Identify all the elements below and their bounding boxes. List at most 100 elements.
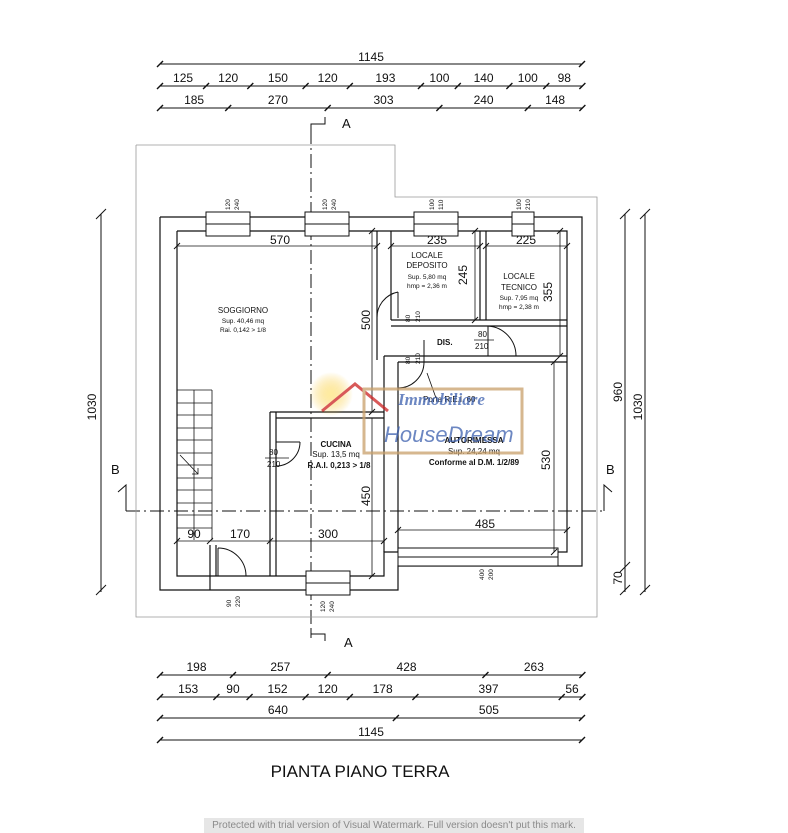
dim-bottom-row3-label: 505 [479, 703, 499, 717]
room-tecnico-name1: LOCALE [503, 272, 535, 281]
dim-bottom-row2-tick [346, 693, 354, 701]
interior-dimension-ticks [173, 227, 571, 580]
dim-autorimessa-width: 485 [475, 517, 495, 531]
win-top2-b: 240 [331, 199, 338, 210]
dim-bottom-row3-tick [156, 714, 164, 722]
section-b-left-label: B [111, 462, 120, 477]
door-garage-b: 210 [415, 353, 422, 364]
room-dis-name: DIS. [437, 338, 453, 347]
room-cucina-rai: R.A.I. 0,213 > 1/8 [308, 461, 371, 470]
room-autorimessa-note: Conforme al D.M. 1/2/89 [429, 458, 520, 467]
dim-bottom-row2-label: 152 [268, 682, 288, 696]
door-cucina-label: 80 210 [265, 448, 289, 469]
dim-deposito-width: 235 [427, 233, 447, 247]
dim-top-row3-tick [324, 104, 332, 112]
window-bottom [305, 570, 351, 596]
entry-door-b: 220 [235, 596, 242, 607]
dim-bottom-row2-tick [246, 693, 254, 701]
dim-bottom-row1-tick [229, 671, 237, 679]
door-deposito-b: 210 [415, 311, 422, 322]
dim-bottom-total-tick [578, 736, 586, 744]
dim-top-row3-tick [578, 104, 586, 112]
dim-soggiorno-height: 500 [359, 310, 373, 330]
dim-bottom-total: 1145 [358, 725, 384, 739]
room-soggiorno-name: SOGGIORNO [218, 306, 268, 315]
dim-bottom-row2-tick [558, 693, 566, 701]
room-soggiorno-rai: Rai. 0,142 > 1/8 [220, 327, 266, 334]
dim-bottom-row3-label: 640 [268, 703, 288, 717]
dim-right-small: 70 [611, 571, 625, 585]
dim-bottom-row2-label: 153 [178, 682, 198, 696]
dim-bottom-row1-label: 257 [270, 660, 290, 674]
dim-top-total: 1145 [358, 50, 384, 64]
dim-bottom-total-tick [156, 736, 164, 744]
win-top4-b: 210 [525, 199, 532, 210]
dim-bottom-row1-tick [324, 671, 332, 679]
dim-soggiorno-width: 570 [270, 233, 290, 247]
dim-top-row2-label: 150 [268, 71, 288, 85]
staircase [177, 389, 213, 540]
plan-title: PIANTA PIANO TERRA [271, 762, 451, 781]
bottom-dimension-ticks [156, 671, 586, 744]
dim-bottom-row3: 640 505 [268, 703, 499, 717]
door-cucina-b: 210 [267, 460, 281, 469]
room-deposito-name2: DEPOSITO [406, 261, 447, 270]
bottom-dimensions [160, 674, 582, 741]
top-dimension-ticks [156, 60, 586, 112]
dim-top-row2-tick [346, 82, 354, 90]
dim-bottom-row1-label: 198 [186, 660, 206, 674]
door-dis-b: 210 [475, 342, 489, 351]
room-cucina-name: CUCINA [320, 440, 351, 449]
building-walls [159, 216, 583, 591]
dim-deposito-height: 245 [456, 265, 470, 285]
dim-bottom-row2-tick [578, 693, 586, 701]
dim-bottom-row2-label: 178 [373, 682, 393, 696]
dim-top-row2-tick [202, 82, 210, 90]
win-bottom-a: 120 [320, 601, 327, 612]
section-line-b [117, 483, 613, 512]
room-tecnico-name2: TECNICO [501, 283, 537, 292]
dim-right-inner: 960 [611, 382, 625, 402]
logo-line2: HouseDream [384, 422, 514, 447]
dim-top-row2-tick [578, 82, 586, 90]
dim-top-row3-tick [224, 104, 232, 112]
house-dream-logo: Immobiliare HouseDream [309, 372, 524, 455]
dim-top-row3-tick [435, 104, 443, 112]
trial-watermark: Protected with trial version of Visual W… [204, 818, 584, 833]
dim-top-row2-tick [542, 82, 550, 90]
dim-top-row3-label: 240 [474, 93, 494, 107]
dim-top-row3-label: 185 [184, 93, 204, 107]
dim-bottom-row2-label: 90 [226, 682, 240, 696]
site-outline [135, 144, 598, 618]
dim-cucina-height: 450 [359, 486, 373, 506]
room-soggiorno-sup: Sup. 40,46 mq [222, 318, 265, 325]
garage-door-a: 400 [479, 569, 486, 580]
dim-top-row2-label: 98 [558, 71, 572, 85]
room-autorimessa-name: AUTORIMESSA [445, 436, 504, 445]
dim-bottom-row1-tick [481, 671, 489, 679]
win-top3-a: 100 [429, 199, 436, 210]
dim-top-row3-label: 270 [268, 93, 288, 107]
dim-top-row3-tick [156, 104, 164, 112]
dim-hall-width: 170 [230, 527, 250, 541]
dim-stair-width: 90 [187, 527, 201, 541]
garage-door [397, 547, 559, 567]
porta-rei-label: Porta R.E.I. 60 [423, 395, 476, 404]
door-dis-label: 80 210 [474, 330, 494, 351]
dim-top-row2-label: 100 [518, 71, 538, 85]
dim-top-row2-tick [454, 82, 462, 90]
dim-top-row3-label: 303 [374, 93, 394, 107]
logo-frame [362, 387, 524, 455]
dim-top-total-tick [156, 60, 164, 68]
win-top1-b: 240 [234, 199, 241, 210]
dim-left-total: 1030 [85, 393, 99, 420]
dim-top-row2-tick [505, 82, 513, 90]
room-cucina-sup: Sup. 13,5 mq [312, 450, 360, 459]
dim-top-row2-label: 100 [429, 71, 449, 85]
dim-bottom-row2-label: 120 [318, 682, 338, 696]
dim-bottom-row3-tick [392, 714, 400, 722]
dim-top-row2-label: 140 [474, 71, 494, 85]
